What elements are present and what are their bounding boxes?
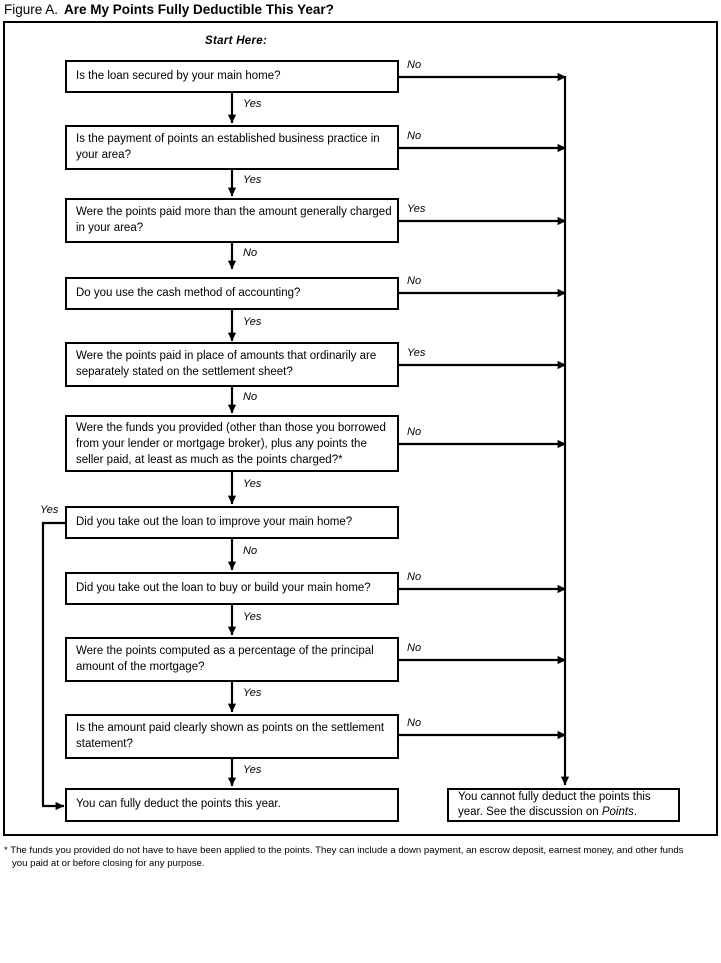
figure-number: Figure A. xyxy=(4,2,59,17)
branch-label-q1-no: No xyxy=(407,59,422,71)
branch-label-q6-yes: Yes xyxy=(243,478,262,490)
node-q2-text: Is the payment of points an established … xyxy=(76,133,380,161)
node-q5[interactable]: Were the points paid in place of amounts… xyxy=(65,342,399,387)
branch-label-q4-no: No xyxy=(407,275,422,287)
footnote-line-2: you paid at or before closing for any pu… xyxy=(12,857,205,869)
node-q6[interactable]: Were the funds you provided (other than … xyxy=(65,415,399,472)
node-q9[interactable]: Were the points computed as a percentage… xyxy=(65,637,399,682)
diagram-frame xyxy=(3,21,718,836)
branch-label-q4-yes: Yes xyxy=(243,316,262,328)
node-q3[interactable]: Were the points paid more than the amoun… xyxy=(65,198,399,243)
branch-label-q2-no: No xyxy=(407,130,422,142)
node-outcome-deductible[interactable]: You can fully deduct the points this yea… xyxy=(65,788,399,822)
branch-label-q6-no: No xyxy=(407,426,422,438)
node-q1-text: Is the loan secured by your main home? xyxy=(76,69,281,82)
outcome-line2a: year. See the discussion on xyxy=(458,806,602,818)
page-title: Are My Points Fully Deductible This Year… xyxy=(64,2,334,17)
node-outcome-not-deductible[interactable]: You cannot fully deduct the points this y… xyxy=(447,788,680,822)
node-q7-text: Did you take out the loan to improve you… xyxy=(76,515,353,528)
branch-label-q8-yes: Yes xyxy=(243,611,262,623)
node-q6-text: Were the funds you provided (other than … xyxy=(76,421,386,466)
node-q3-text: Were the points paid more than the amoun… xyxy=(76,206,392,234)
node-q8[interactable]: Did you take out the loan to buy or buil… xyxy=(65,572,399,605)
footnote-line-1: * The funds you provided do not have to … xyxy=(4,845,684,856)
node-q1[interactable]: Is the loan secured by your main home? xyxy=(65,60,399,93)
node-q8-text: Did you take out the loan to buy or buil… xyxy=(76,581,371,594)
node-q4-text: Do you use the cash method of accounting… xyxy=(76,286,301,299)
node-q4[interactable]: Do you use the cash method of accounting… xyxy=(65,277,399,310)
node-q9-text: Were the points computed as a percentage… xyxy=(76,645,374,673)
figure-title-row: Figure A. Are My Points Fully Deductible … xyxy=(4,1,334,19)
node-q2[interactable]: Is the payment of points an established … xyxy=(65,125,399,170)
node-q7[interactable]: Did you take out the loan to improve you… xyxy=(65,506,399,539)
outcome-line1: You cannot fully deduct the points this xyxy=(458,790,651,803)
branch-label-q3-yes: Yes xyxy=(407,203,426,215)
branch-label-q5-yes: Yes xyxy=(407,347,426,359)
start-here-label: Start Here: xyxy=(205,35,268,47)
branch-label-q3-no: No xyxy=(243,247,258,259)
footnote: * The funds you provided do not have to … xyxy=(4,845,718,870)
branch-label-q9-yes: Yes xyxy=(243,687,262,699)
node-q10[interactable]: Is the amount paid clearly shown as poin… xyxy=(65,714,399,759)
branch-label-q1-yes: Yes xyxy=(243,98,262,110)
branch-label-q8-no: No xyxy=(407,571,422,583)
node-q10-text: Is the amount paid clearly shown as poin… xyxy=(76,722,385,750)
node-q5-text: Were the points paid in place of amounts… xyxy=(76,350,377,378)
outcome-not-deductible-text: You cannot fully deduct the points this y… xyxy=(449,790,678,821)
branch-label-q9-no: No xyxy=(407,642,422,654)
outcome-line2-italic: Points xyxy=(601,806,634,818)
branch-label-q10-no: No xyxy=(407,717,422,729)
outcome-deductible-text: You can fully deduct the points this yea… xyxy=(76,798,281,811)
branch-label-q7-yes: Yes xyxy=(40,504,59,516)
branch-label-q10-yes: Yes xyxy=(243,764,262,776)
branch-label-q2-yes: Yes xyxy=(243,174,262,186)
outcome-line2b: . xyxy=(633,806,638,818)
branch-label-q5-no: No xyxy=(243,391,258,403)
branch-label-q7-no: No xyxy=(243,545,258,557)
